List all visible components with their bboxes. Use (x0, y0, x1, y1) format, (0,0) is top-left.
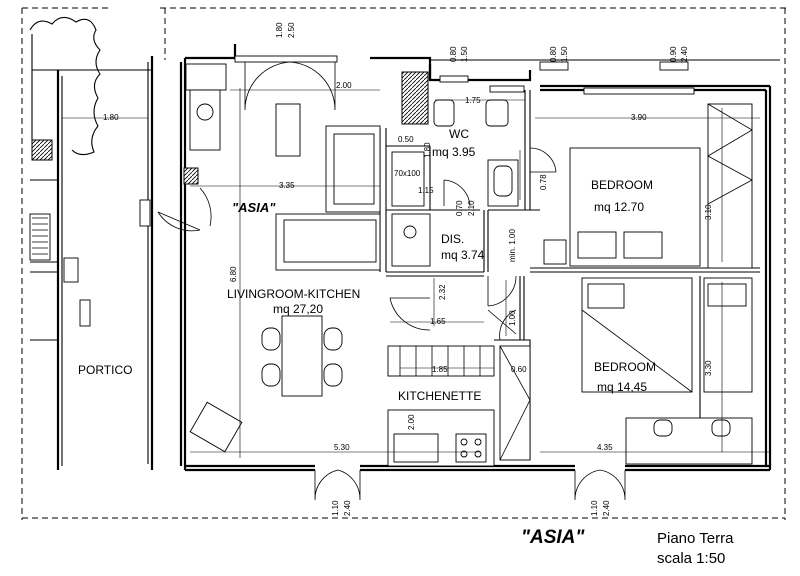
dim-1-50-b: 1.50 (560, 46, 569, 62)
dim-0-70: 0.70 (455, 200, 464, 216)
dim-1-75: 1.75 (465, 96, 481, 105)
dim-1-80-top: 1.80 (275, 22, 284, 38)
dim-3-30: 3.30 (704, 360, 713, 376)
dim-0-80-a: 0.80 (449, 46, 458, 62)
plan-inner-title: "ASIA" (232, 200, 276, 215)
wc-name-label: WC (449, 127, 469, 141)
dimension-lines (62, 88, 770, 458)
dim-2-40-b: 2.40 (602, 500, 611, 516)
dim-2-50-top: 2.50 (287, 22, 296, 38)
exterior-walls (179, 44, 780, 472)
dim-5-30: 5.30 (334, 443, 350, 452)
dim-2-00-k: 2.00 (407, 414, 416, 430)
dis-area-label: mq 3.74 (441, 248, 485, 262)
dim-2-10: 2.10 (467, 200, 476, 216)
bedroom1-area-label: mq 12.70 (594, 200, 644, 214)
dim-1-50-a: 1.50 (460, 46, 469, 62)
dim-1-00: 1.00 (508, 310, 517, 326)
dim-1-80-wc: 1.80 (423, 142, 432, 158)
dim-2-00-a: 2.00 (336, 81, 352, 90)
dim-3-35: 3.35 (279, 181, 295, 190)
dim-6-80: 6.80 (229, 266, 238, 282)
kitchenette-name-label: KITCHENETTE (398, 389, 481, 403)
dim-1-15: 1.15 (418, 186, 434, 195)
dim-1-10-a: 1.10 (331, 500, 340, 516)
property-boundary (21, 7, 790, 520)
dimension-labels: 1.80 2.50 0.80 1.50 0.80 1.50 0.90 2.40 … (103, 22, 713, 516)
dim-1-85: 1.85 (432, 365, 448, 374)
bedroom2-furniture (581, 277, 753, 465)
kitchenette-fixtures (387, 345, 531, 467)
dim-0-80-b: 0.80 (549, 46, 558, 62)
portico-area (29, 56, 154, 470)
drawing-title: "ASIA" (521, 527, 585, 548)
dim-3-10: 3.10 (704, 204, 713, 220)
dim-portico-1-80: 1.80 (103, 113, 119, 122)
dis-fixtures (391, 213, 431, 267)
dim-0-78: 0.78 (539, 174, 548, 190)
bedroom2-area-label: mq 14,45 (597, 380, 647, 394)
wc-area-label: mq 3.95 (432, 145, 476, 159)
wc-fixtures (391, 99, 519, 207)
dim-2-32: 2.32 (438, 284, 447, 300)
windows (234, 55, 695, 95)
dim-0-60: 0.60 (511, 365, 527, 374)
living-name-label: LIVINGROOM-KITCHEN (227, 287, 360, 301)
dim-0-50: 0.50 (398, 135, 414, 144)
scale-label: scala 1:50 (657, 550, 725, 567)
dim-4-35: 4.35 (597, 443, 613, 452)
dim-2-40-top: 2.40 (680, 46, 689, 62)
dim-0-90: 0.90 (669, 46, 678, 62)
floor-label: Piano Terra (657, 530, 734, 547)
dis-name-label: DIS. (441, 232, 464, 246)
dim-2-40-a: 2.40 (343, 500, 352, 516)
dim-3-90: 3.90 (631, 113, 647, 122)
bedroom1-furniture (543, 103, 753, 269)
bedroom1-name-label: BEDROOM (591, 178, 653, 192)
dim-1-65: 1.65 (430, 317, 446, 326)
living-furniture (185, 63, 381, 453)
bedroom2-name-label: BEDROOM (594, 360, 656, 374)
portico-name-label: PORTICO (78, 363, 132, 377)
garden-hedge (29, 16, 101, 156)
living-area-label: mq 27,20 (273, 302, 323, 316)
doors (79, 61, 626, 501)
dim-1-10-b: 1.10 (590, 500, 599, 516)
dim-70x100: 70x100 (394, 169, 421, 178)
dim-min-1-00: min. 1.00 (508, 229, 517, 262)
